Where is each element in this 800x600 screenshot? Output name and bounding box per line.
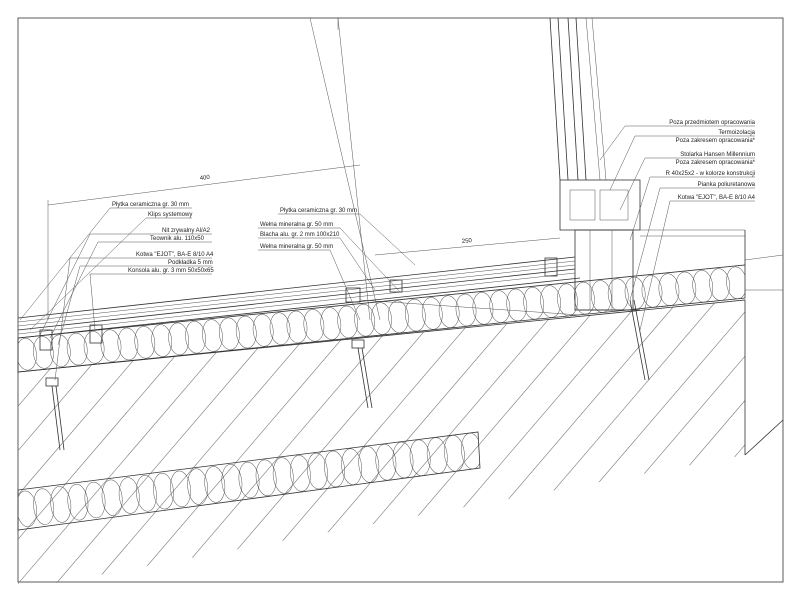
label: Płytka ceramiczna gr. 30 mm [112, 202, 189, 208]
reference-line [337, 17, 371, 321]
dimension-400: 400 [47, 164, 361, 320]
label: Kotwa "EJOT", BA-E 8/10 A4 [678, 195, 756, 201]
anchor-bolt-right [629, 299, 650, 381]
drawing-frame [17, 17, 784, 583]
mineral-wool-layer-upper [17, 264, 746, 373]
anchor-bolt-middle [351, 339, 373, 409]
label: R 40x25x2 - w kolorze konstrukcji [666, 171, 755, 177]
bracket-middle [345, 287, 361, 303]
label: Stolarka Hansen Millennium [680, 152, 755, 158]
label: Podkładka 5 mm [168, 260, 213, 266]
label: Klips systemowy [148, 212, 192, 218]
label: Kotwa "EJOT", BA-E 8/10 A4 [136, 252, 214, 258]
bracket-left [39, 329, 53, 351]
dimension-label-middle: 250 [462, 238, 473, 245]
concrete-slab-edge [17, 299, 746, 455]
label: Pianka poliuretanowa [698, 182, 756, 188]
label: Poza przedmiotem opracowania [669, 120, 755, 126]
label: Poza zakresem opracowania* [676, 160, 756, 166]
ceramic-tile-layers [17, 256, 581, 339]
label: Konsola alu. gr. 3 mm 50x50x65 [128, 268, 214, 274]
label: Blacha alu. gr. 2 mm 100x210 [260, 232, 340, 238]
label: Teownik alu. 110x50 [150, 236, 205, 242]
labels-left: Płytka ceramiczna gr. 30 mm Klips system… [19, 202, 214, 381]
mineral-wool-layer-lower [17, 431, 481, 531]
label: Płytka ceramiczna gr. 30 mm [280, 208, 357, 214]
label: Wełna mineralna gr. 50 mm [260, 222, 333, 228]
label: Nit zrywalny Al/A2 [162, 228, 211, 234]
window-frame-hansen [549, 17, 746, 311]
label: Termoizolacja [718, 130, 755, 136]
label: Poza zakresem opracowania* [676, 138, 756, 144]
dimension-label-top: 400 [200, 175, 211, 182]
label: Wełna mineralna gr. 50 mm [260, 244, 333, 250]
labels-right: Poza przedmiotem opracowania Termoizolac… [599, 120, 756, 331]
anchor-bolt-left [45, 377, 65, 451]
labels-middle: Płytka ceramiczna gr. 30 mm Wełna minera… [258, 208, 416, 321]
dimension-250: 250 [374, 237, 561, 256]
